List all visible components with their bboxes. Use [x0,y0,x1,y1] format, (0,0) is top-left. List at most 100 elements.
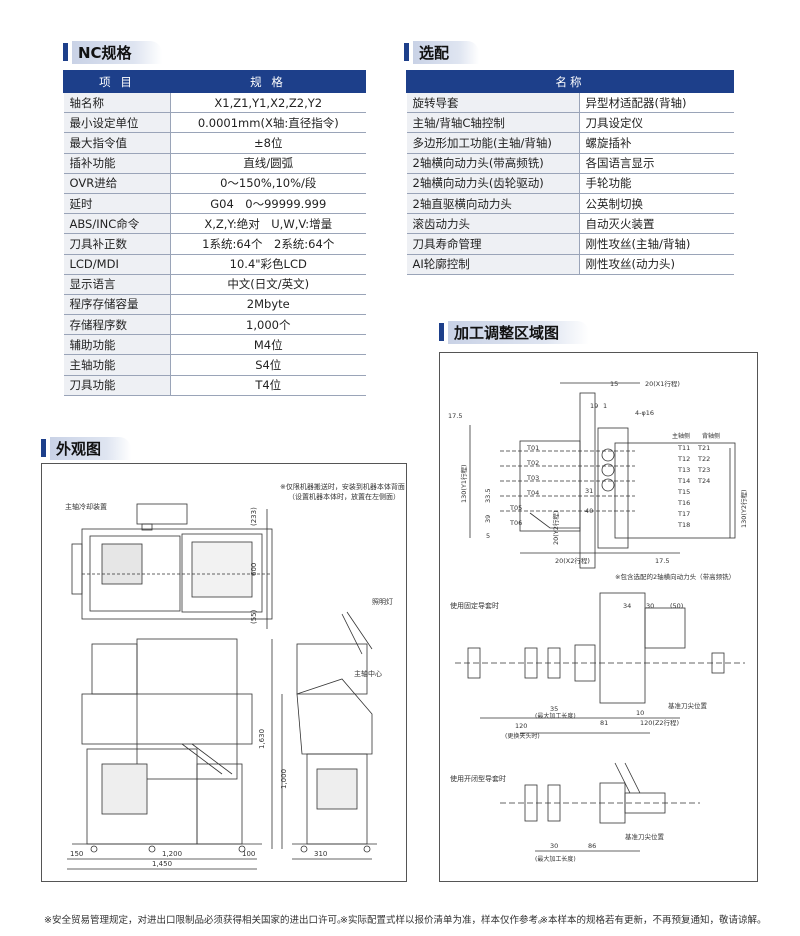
tool-label: T15 [677,488,690,496]
tool-label: T24 [697,477,710,485]
dim-1630: 1,630 [258,729,266,749]
tool-label: T11 [677,444,690,452]
option-cell-left: 滚齿动力头 [406,213,580,235]
nc-spec-row: 最大指令值±8位 [63,132,366,154]
option-cell-right: 刀具设定仪 [579,112,734,134]
exterior-note-line1: ※仅限机器搬送时，安装到机器本体背面 [280,482,405,491]
nc-item-cell: 刀具功能 [63,375,171,396]
nc-spec-cell: 0～150%,10%/段 [170,173,366,194]
option-cell-left: 2轴横向动力头(带高频铣) [406,153,580,174]
heading-marker [63,43,68,61]
nc-item-cell: 程序存储容量 [63,294,171,316]
back-side-label: 背轴侧 [702,432,720,440]
dim-20-x2: 20(X2行程) [555,556,590,565]
tool-label: T03 [526,474,539,482]
tool-label: T21 [697,444,710,452]
ref-tip-position-1: 基准刀尖位置 [668,701,708,710]
dim-4-phi16: 4-φ16 [635,409,654,417]
nc-spec-cell: T4位 [170,375,366,396]
dim-150: 150 [70,850,83,858]
tool-label: T17 [677,510,690,518]
footer-note-3: ※本样本的规格若有更新，不再预复通知，敬请谅解。 [540,915,767,926]
nc-item-cell: 刀具补正数 [63,233,171,255]
nc-item-cell: LCD/MDI [63,254,171,275]
nc-spec-row: 显示语言中文(日文/英文) [63,274,366,295]
nc-item-cell: 轴名称 [63,92,171,114]
option-row: 2轴横向动力头(带高频铣)各国语言显示 [406,153,734,174]
dim-86: 86 [588,842,596,850]
ref-tip-position-2: 基准刀尖位置 [625,832,665,841]
option-cell-left: 主轴/背轴C轴控制 [406,112,580,134]
dim-34: 34 [623,602,631,610]
nc-spec-cell: 直线/圆弧 [170,153,366,174]
tool-label: T01 [526,444,539,452]
dim-1200: 1,200 [162,850,182,858]
dim-233: (233) [250,507,258,526]
nc-item-cell: 最大指令值 [63,132,171,154]
tool-label: T06 [509,519,522,527]
option-cell-right: 各国语言显示 [579,153,734,174]
exterior-section-heading: 外观图 [41,436,132,460]
spindle-center-label: 主轴中心 [354,669,382,678]
light-label: 照明灯 [372,597,393,606]
dim-600: 600 [250,563,258,576]
option-row: 2轴直驱横向动力头公英制切换 [406,193,734,215]
option-row: 多边形加工功能(主轴/背轴)螺旋插补 [406,132,734,154]
option-cell-left: 多边形加工功能(主轴/背轴) [406,132,580,154]
dim-130-y1: 130(Y1行程) [459,464,468,503]
zone-heading-text: 加工调整区域图 [448,320,590,344]
dim-1: 1 [603,402,607,410]
nc-spec-row: 插补功能直线/圆弧 [63,153,366,174]
heading-marker [41,439,46,457]
option-cell-right: 手轮功能 [579,173,734,194]
nc-spec-cell: 10.4"彩色LCD [170,254,366,275]
nc-col-spec: 规 格 [170,70,366,93]
nc-col-item: 项 目 [63,70,171,93]
exterior-drawing-panel: ※仅限机器搬送时，安装到机器本体背面 （设置机器本体时，放置在左侧面） 主轴冷却… [41,463,407,882]
dim-17-5-b: 17.5 [655,557,669,565]
tool-label: T02 [526,459,539,467]
dim-30-b: 30 [550,842,558,850]
tools-left-list: T01 T02 T03 T04 T05 T06 [509,444,539,527]
option-row: 旋转导套异型材适配器(背轴) [406,92,734,114]
dim-33-5: 33.5 [484,489,492,503]
dim-130-y2: 130(Y2行程) [739,489,748,528]
dim-39: 39 [484,515,492,523]
nc-spec-cell: M4位 [170,334,366,356]
cooling-device-label: 主轴冷却装置 [65,502,107,511]
dim-5: 5 [486,532,490,540]
option-cell-left: 2轴直驱横向动力头 [406,193,580,215]
option-cell-left: AI轮廓控制 [406,254,580,275]
dim-17-5-a: 17.5 [448,412,462,420]
zone-drawing-panel: 17.5 15 20(X1行程) 19 1 4-φ16 主轴侧 背轴侧 T11 … [439,352,758,882]
exterior-drawing: ※仅限机器搬送时，安装到机器本体背面 （设置机器本体时，放置在左侧面） 主轴冷却… [65,482,405,870]
max-length-label-1: (最大加工长度) [535,712,576,720]
nc-item-cell: 插补功能 [63,153,171,174]
dim-40: 40 [585,507,593,515]
nc-spec-cell: 0.0001mm(X轴:直径指令) [170,112,366,134]
option-row: 滚齿动力头自动灭火装置 [406,213,734,235]
zone-section-heading: 加工调整区域图 [439,320,590,344]
dim-1450: 1,450 [152,860,172,868]
tool-label: T04 [526,489,539,497]
nc-item-cell: 辅助功能 [63,334,171,356]
dim-30: 30 [646,602,654,610]
nc-spec-cell: 2Mbyte [170,294,366,316]
nc-spec-cell: S4位 [170,354,366,376]
tool-label: T05 [509,504,522,512]
dim-50: (50) [670,602,683,610]
option-cell-right: 自动灭火装置 [579,213,734,235]
nc-item-cell: ABS/INC命令 [63,213,171,235]
nc-item-cell: 主轴功能 [63,354,171,376]
